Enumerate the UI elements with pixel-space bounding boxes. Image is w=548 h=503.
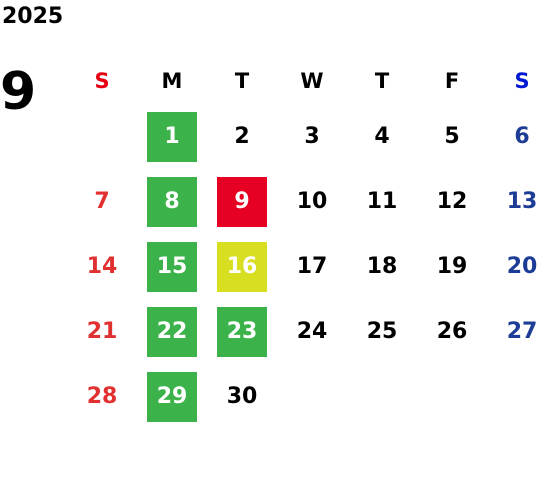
day-number: 2 [234,124,250,149]
day-number: 8 [164,189,180,214]
calendar-day[interactable]: 8 [137,169,207,234]
calendar-day[interactable]: 29 [137,364,207,429]
calendar-day[interactable]: 26 [417,299,487,364]
weekday-header: S [94,69,110,93]
day-number: 9 [234,189,250,214]
calendar-day[interactable]: 5 [417,104,487,169]
day-number: 1 [164,124,180,149]
weekday-header: S [514,69,530,93]
calendar-day[interactable]: 20 [487,234,548,299]
day-number: 17 [296,254,328,279]
calendar-day[interactable]: 3 [277,104,347,169]
calendar-day[interactable]: 11 [347,169,417,234]
day-number: 24 [296,319,328,344]
calendar-day[interactable]: 15 [137,234,207,299]
calendar-day[interactable]: 21 [67,299,137,364]
calendar-day[interactable]: 14 [67,234,137,299]
weekday-header: F [444,69,460,93]
calendar-day[interactable]: 1 [137,104,207,169]
day-number: 6 [514,124,530,149]
day-number: 21 [86,319,118,344]
calendar-day[interactable]: 16 [207,234,277,299]
calendar-day[interactable]: 7 [67,169,137,234]
year-label: 2025 [2,4,64,29]
calendar-day[interactable]: 19 [417,234,487,299]
calendar-day[interactable]: 10 [277,169,347,234]
day-number: 13 [506,189,538,214]
day-number: 30 [226,384,258,409]
day-number: 14 [86,254,118,279]
calendar-day[interactable]: 18 [347,234,417,299]
calendar-day[interactable]: 13 [487,169,548,234]
day-number: 25 [366,319,398,344]
weekday-header: W [300,69,324,93]
calendar-day[interactable]: 2 [207,104,277,169]
calendar-day[interactable]: 27 [487,299,548,364]
day-number: 19 [436,254,468,279]
calendar-day[interactable]: 30 [207,364,277,429]
day-number: 27 [506,319,538,344]
day-number: 5 [444,124,460,149]
calendar-day[interactable]: 23 [207,299,277,364]
month-label: 9 [0,62,37,122]
day-number: 11 [366,189,398,214]
calendar-day[interactable]: 22 [137,299,207,364]
day-number: 23 [226,319,258,344]
calendar-day[interactable]: 12 [417,169,487,234]
calendar-day[interactable]: 9 [207,169,277,234]
day-number: 12 [436,189,468,214]
calendar-day[interactable]: 24 [277,299,347,364]
day-number: 22 [156,319,188,344]
day-number: 20 [506,254,538,279]
calendar-day[interactable]: 25 [347,299,417,364]
calendar-day[interactable]: 17 [277,234,347,299]
day-number: 18 [366,254,398,279]
day-number: 26 [436,319,468,344]
weekday-header: T [374,69,390,93]
calendar-day[interactable]: 28 [67,364,137,429]
day-number: 29 [156,384,188,409]
day-number: 3 [304,124,320,149]
day-number: 7 [94,189,110,214]
day-number: 28 [86,384,118,409]
day-number: 10 [296,189,328,214]
weekday-header: M [161,69,183,93]
calendar-day[interactable]: 6 [487,104,548,169]
weekday-header: T [234,69,250,93]
calendar-day[interactable]: 4 [347,104,417,169]
day-number: 16 [226,254,258,279]
day-number: 4 [374,124,390,149]
day-number: 15 [156,254,188,279]
